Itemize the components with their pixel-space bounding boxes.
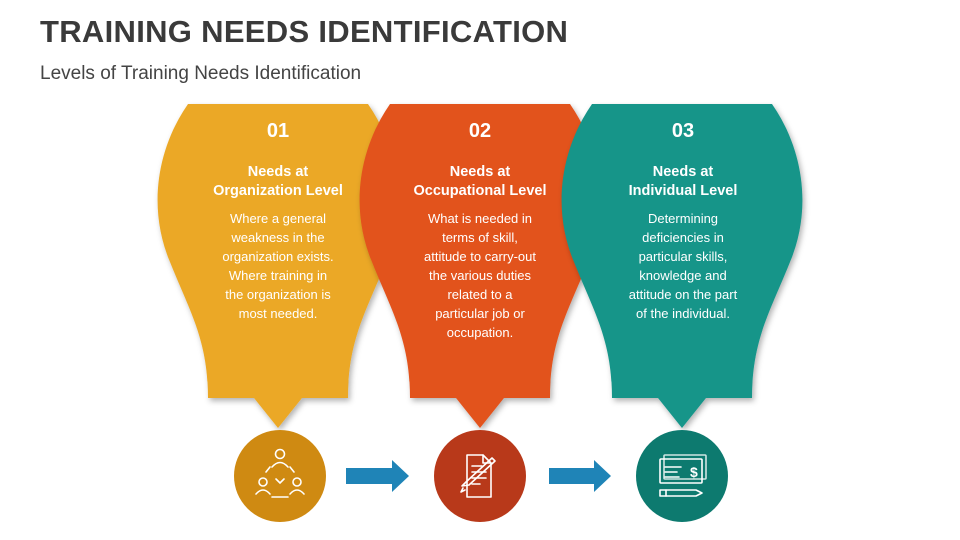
level-1-icon-circle [234,430,326,522]
flow-arrow-2 [549,460,611,492]
level-2-icon-circle [434,430,526,522]
level-2-heading: Needs at Occupational Level [413,164,547,199]
team-cycle-icon [255,448,305,498]
level-3-icon-circle [636,430,728,522]
level-3-heading: Needs at Individual Level [628,164,738,199]
level-3-description: Determining deficiencies in particular s… [628,211,738,321]
level-3-drop-shape [561,104,803,428]
cheque-pen-icon: $ [659,454,707,497]
svg-text:$: $ [690,464,698,480]
level-2-description: What is needed in terms of skill, attitu… [424,211,536,340]
document-pen-icon [460,454,496,498]
level-2-number: 02 [468,120,492,142]
level-1-drop-shape [157,104,399,428]
page-title: TRAINING NEEDS IDENTIFICATION [40,14,569,49]
level-1-heading: Needs at Organization Level [213,164,343,199]
level-3-card: 03 Needs at Individual Level Determining… [598,120,768,323]
level-2-card: 02 Needs at Occupational Level What is n… [395,120,565,342]
level-1-description: Where a general weakness in the organiza… [222,211,334,321]
flow-arrow-1 [346,460,409,492]
level-1-number: 01 [266,120,290,142]
level-1-card: 01 Needs at Organization Level Where a g… [193,120,363,323]
page-subtitle: Levels of Training Needs Identification [40,63,362,84]
level-3-number: 03 [671,120,695,142]
level-2-drop-shape [359,104,601,428]
